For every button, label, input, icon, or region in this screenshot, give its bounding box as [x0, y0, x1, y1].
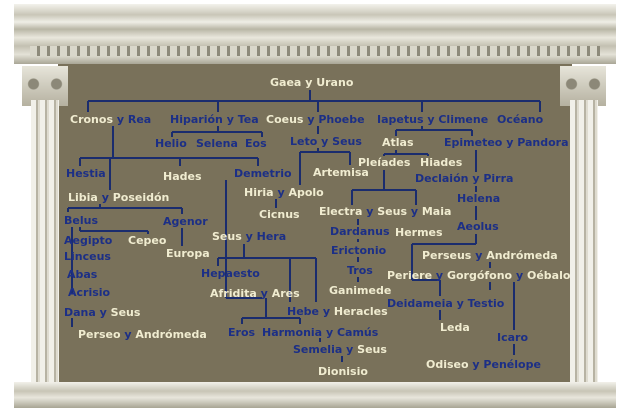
node-europa: Europa: [166, 247, 210, 260]
node-semelia-zeus: Semelia y Seus: [293, 343, 387, 356]
node-linceus: Linceus: [64, 250, 111, 263]
left-column-capital: [22, 66, 68, 106]
node-demetrio: Demetrio: [234, 167, 292, 180]
node-cronos-rea: Cronos y Rea: [70, 113, 152, 126]
node-deidameia-testio: Deidameia y Testio: [387, 297, 505, 310]
node-icaro: Icaro: [497, 331, 529, 344]
node-tros: Tros: [347, 264, 373, 277]
node-hestia: Hestia: [66, 167, 106, 180]
node-leto-zeus: Leto y Seus: [290, 135, 362, 148]
dentil-molding: [30, 46, 600, 56]
node-afridita-ares: Afridita y Ares: [210, 287, 300, 300]
node-iapetus-climene: Iapetus y Climene: [377, 113, 489, 126]
node-harmonia-camus: Harmonia y Camús: [262, 326, 379, 339]
left-column-shaft: [31, 100, 59, 382]
node-cepeo: Cepeo: [128, 234, 167, 247]
node-odiseo-penelope: Odiseo y Penélope: [426, 358, 541, 371]
node-libia-poseidon: Libia y Poseidón: [68, 191, 170, 204]
right-column-shaft: [570, 100, 598, 382]
node-abas: Abas: [67, 268, 98, 281]
node-epimeteo-pandora: Epimeteo y Pandora: [444, 136, 569, 149]
node-eros: Eros: [228, 326, 256, 339]
node-zeus-hera: Seus y Hera: [212, 230, 287, 243]
node-aegipto: Aegipto: [64, 234, 113, 247]
node-selena: Selena: [196, 137, 238, 150]
node-gaea-urano: Gaea y Urano: [270, 76, 354, 89]
node-coeus-phoebe: Coeus y Phoebe: [266, 113, 365, 126]
node-deucalion-pirra: Declaión y Pirra: [415, 172, 514, 185]
node-helena: Helena: [457, 192, 501, 205]
node-belus: Belus: [64, 214, 98, 227]
node-oceano: Océano: [497, 113, 544, 126]
node-atlas: Atlas: [382, 136, 414, 149]
node-pleiades: Pleíades: [358, 156, 411, 169]
node-helio: Helio: [155, 137, 187, 150]
node-hebe-heracles: Hebe y Heracles: [287, 305, 388, 318]
node-cicnus: Cicnus: [259, 208, 300, 221]
node-electra-zeus-maia: Electra y Seus y Maia: [319, 205, 452, 218]
node-hepaesto: Hepaesto: [201, 267, 260, 280]
node-perseo-andromeda: Perseo y Andrómeda: [78, 328, 207, 341]
column-base: [14, 382, 616, 408]
node-artemisa: Artemisa: [313, 166, 369, 179]
node-periere-gorgofono-oebalo: Periere y Gorgófono y Oébalo: [387, 269, 571, 282]
node-hermes: Hermes: [395, 226, 443, 239]
node-dionisio: Dionisio: [318, 365, 368, 378]
node-leda: Leda: [440, 321, 470, 334]
node-eos: Eos: [245, 137, 267, 150]
node-acrisio: Acrisio: [68, 286, 111, 299]
node-hiria-apolo: Hiria y Apolo: [244, 186, 324, 199]
node-hades: Hades: [163, 170, 202, 183]
node-dana-zeus: Dana y Seus: [64, 306, 141, 319]
node-aeolus: Aeolus: [457, 220, 499, 233]
node-agenor: Agenor: [163, 215, 208, 228]
node-ganimede: Ganimede: [329, 284, 392, 297]
right-column-capital: [560, 66, 606, 106]
node-dardanus: Dardanus: [330, 225, 390, 238]
tree-panel: [58, 64, 572, 382]
node-hiparion-tea: Hiparión y Tea: [170, 113, 259, 126]
node-hiades: Hiades: [420, 156, 463, 169]
node-perseus-andromeda: Perseus y Andrómeda: [422, 249, 558, 262]
node-erictonio: Erictonio: [331, 244, 387, 257]
